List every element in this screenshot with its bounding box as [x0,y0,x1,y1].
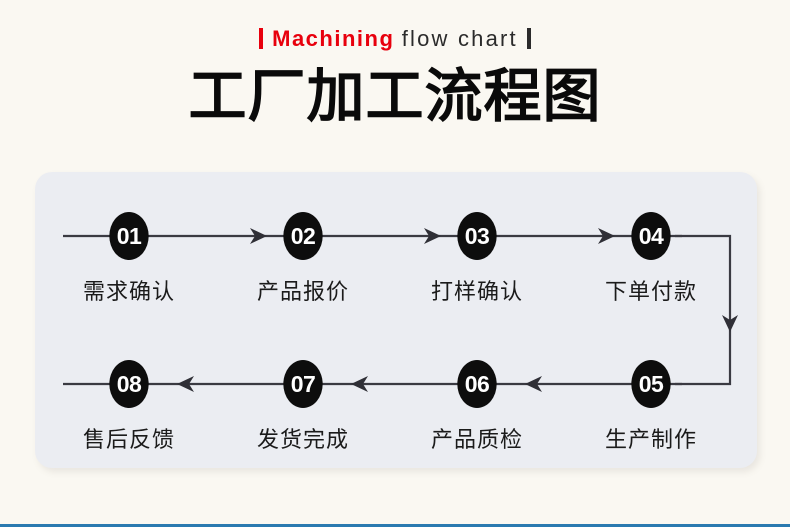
flow-node-03-badge: 03 [457,212,497,260]
flow-node-05[interactable]: 05 生产制作 [591,360,711,454]
eyebrow-accent-text: Machining [272,26,395,51]
flow-node-03-label: 打样确认 [430,279,523,304]
flow-node-06-badge: 06 [457,360,497,408]
flow-node-02-badge: 02 [283,212,323,260]
flow-node-02-number: 02 [290,223,316,249]
flow-node-05-label: 生产制作 [604,427,697,452]
flow-node-04[interactable]: 04 下单付款 [591,212,711,306]
flow-node-02-label: 产品报价 [256,279,349,304]
flow-node-07[interactable]: 07 发货完成 [243,360,363,454]
flow-node-04-label: 下单付款 [604,279,697,304]
flow-node-04-badge: 04 [631,212,671,260]
flow-node-01-number: 01 [116,223,142,249]
flow-node-04-number: 04 [638,223,664,249]
flow-node-05-badge: 05 [631,360,671,408]
flow-node-02[interactable]: 02 产品报价 [243,212,363,306]
flow-node-06-number: 06 [464,371,490,397]
flow-node-01[interactable]: 01 需求确认 [69,212,189,306]
flow-node-03-number: 03 [464,223,490,249]
flow-node-01-label: 需求确认 [82,279,175,304]
flow-chart-panel: 01 需求确认 02 产品报价 03 打样确认 04 下单付款 08 售后反馈 … [35,172,757,468]
flow-connector-diagram [63,228,738,392]
bottom-divider [0,524,790,527]
flow-node-06[interactable]: 06 产品质检 [417,360,537,454]
flow-node-08-label: 售后反馈 [82,427,175,452]
eyebrow-right-bar-icon [526,28,531,49]
flow-node-08-badge: 08 [109,360,149,408]
flow-node-07-label: 发货完成 [256,427,349,452]
flow-node-08[interactable]: 08 售后反馈 [69,360,189,454]
page-title: 工厂加工流程图 [188,64,602,129]
flow-line-right-bend [675,234,732,386]
eyebrow-left-bar-icon [259,28,264,49]
flow-node-07-badge: 07 [283,360,323,408]
page-header: Machining flow chart 工厂加工流程图 [0,0,790,131]
eyebrow-heading: Machining flow chart [0,28,790,50]
flow-node-08-number: 08 [116,371,142,397]
flow-node-06-label: 产品质检 [430,427,523,452]
flow-node-05-number: 05 [638,371,664,397]
eyebrow-plain-text: flow chart [401,26,518,51]
flow-node-03[interactable]: 03 打样确认 [417,212,537,306]
flow-node-07-number: 07 [290,371,316,397]
flow-node-01-badge: 01 [109,212,149,260]
